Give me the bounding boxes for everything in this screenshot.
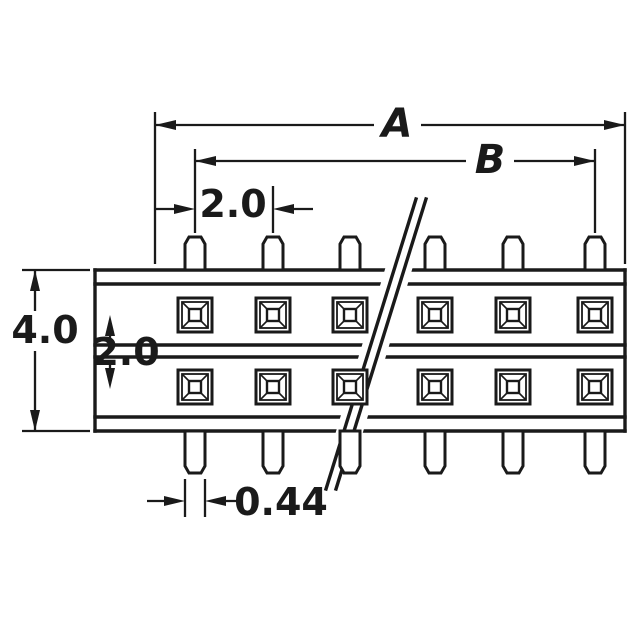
pin-bottom <box>583 429 607 475</box>
pin-top <box>338 235 362 272</box>
dimension-row-spacing-2-0: 2.0 <box>92 315 160 389</box>
arrowhead-left <box>155 120 176 130</box>
arrowhead-right <box>604 120 625 130</box>
contact-pad <box>576 296 614 334</box>
contact-pad <box>176 368 214 406</box>
dim-label-B: B <box>475 137 506 183</box>
pin-bottom <box>261 429 285 475</box>
dim-label-row-spacing: 2.0 <box>92 330 159 374</box>
pin-top <box>183 235 207 272</box>
arrowhead-right-pointing <box>164 496 185 506</box>
top-pins <box>183 235 607 272</box>
arrowhead-left <box>195 156 216 166</box>
dim-label-pitch: 2.0 <box>199 182 266 226</box>
dimension-A-overall-length: A <box>153 101 627 264</box>
dimension-body-height-4-0: 4.0 <box>11 268 90 433</box>
arrowhead-right-pointing <box>174 204 195 214</box>
contact-pad <box>176 296 214 334</box>
arrowhead-left-pointing <box>205 496 226 506</box>
contact-pads <box>176 296 614 406</box>
pin-bottom <box>183 429 207 475</box>
pin-top <box>261 235 285 272</box>
contact-pad <box>331 296 369 334</box>
dimensions: A B 2.0 4.0 <box>11 101 627 524</box>
pin-bottom <box>423 429 447 475</box>
arrowhead-up <box>30 270 40 291</box>
contact-pad <box>254 296 292 334</box>
contact-pad <box>416 296 454 334</box>
contact-pad <box>416 368 454 406</box>
contact-pad <box>331 368 369 406</box>
bottom-pins <box>183 429 607 475</box>
arrowhead-left-pointing <box>273 204 294 214</box>
dimension-pitch-2-0: 2.0 <box>155 182 313 233</box>
arrowhead-down <box>30 410 40 431</box>
pin-bottom <box>501 429 525 475</box>
dim-label-A: A <box>379 101 413 147</box>
contact-pad <box>254 368 292 406</box>
arrowhead-up <box>105 315 115 336</box>
pin-bottom <box>338 429 362 475</box>
pin-top <box>501 235 525 272</box>
dimension-pin-width-0-44: 0.44 <box>147 479 328 524</box>
contact-pad <box>494 296 532 334</box>
dimension-B-contact-span: B <box>193 137 597 233</box>
dim-label-pin-width: 0.44 <box>234 480 328 524</box>
arrowhead-down <box>105 368 115 389</box>
pin-top <box>423 235 447 272</box>
contact-pad <box>494 368 532 406</box>
dim-label-body-height: 4.0 <box>11 308 78 352</box>
contact-pad <box>576 368 614 406</box>
pin-top <box>583 235 607 272</box>
arrowhead-right <box>574 156 595 166</box>
